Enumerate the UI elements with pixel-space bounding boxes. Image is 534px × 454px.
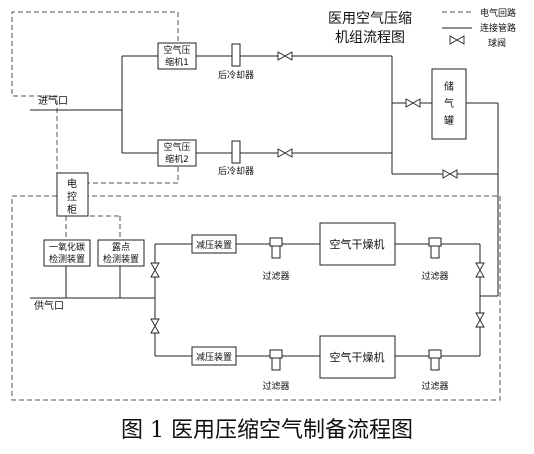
dew-point-detector-label-line2: 检测装置 xyxy=(103,253,139,265)
filter-upper-right-label: 过滤器 xyxy=(421,270,448,282)
filter-upper-left-label: 过滤器 xyxy=(262,270,289,282)
electric-line-lower-loop xyxy=(11,195,501,401)
aftercooler-1: 后冷却器 xyxy=(218,43,254,81)
aftercooler-1-label: 后冷却器 xyxy=(218,69,254,81)
co-detector-label-line1: 一氧化碳 xyxy=(49,241,85,253)
ball-valve-left-lower xyxy=(150,318,160,334)
ball-valve-left-upper xyxy=(150,262,160,278)
legend-pipe-label: 连接管路 xyxy=(480,22,516,34)
legend-valve-label: 球阀 xyxy=(488,37,506,49)
ball-valve-comp1 xyxy=(277,51,293,61)
figure-caption: 图 1 医用压缩空气制备流程图 xyxy=(121,418,413,443)
filter-lower-right-label: 过滤器 xyxy=(421,380,448,392)
compressor-2-label-line2: 缩机2 xyxy=(165,153,189,165)
storage-tank-char1: 储 xyxy=(444,80,454,93)
air-dryer-2: 空气干燥机 xyxy=(319,335,396,379)
storage-tank-char2: 气 xyxy=(444,97,454,110)
legend-electric-label: 电气回路 xyxy=(480,7,516,19)
ball-valve-tank-inlet xyxy=(405,98,421,108)
compressor-1: 空气压 缩机1 xyxy=(157,42,197,70)
legend: 电气回路 连接管路 球阀 xyxy=(442,7,516,49)
ball-valve-right-lower xyxy=(475,312,485,328)
compressor-1-label-line2: 缩机1 xyxy=(165,56,189,68)
filter-upper-right: 过滤器 xyxy=(421,237,449,282)
ball-valve-bypass xyxy=(442,169,458,179)
filter-lower-left: 过滤器 xyxy=(262,349,290,392)
compressor-2: 空气压 缩机2 xyxy=(157,139,197,167)
pressure-reducer-2-label: 减压装置 xyxy=(196,351,232,363)
pressure-reducer-2: 减压装置 xyxy=(191,346,237,366)
pipes xyxy=(30,55,499,357)
co-detector-label-line2: 检测装置 xyxy=(49,253,85,265)
filter-lower-right: 过滤器 xyxy=(421,349,449,392)
storage-tank: 储 气 罐 xyxy=(431,68,467,140)
air-dryer-1: 空气干燥机 xyxy=(319,222,396,266)
co-detector: 一氧化碳 检测装置 xyxy=(43,239,91,267)
control-cabinet-char2: 控 xyxy=(67,190,77,203)
pressure-reducer-1-label: 减压装置 xyxy=(196,239,232,251)
air-dryer-1-label: 空气干燥机 xyxy=(330,237,385,251)
ball-valve-comp2 xyxy=(277,148,293,158)
control-cabinet: 电 控 柜 xyxy=(56,172,89,217)
dew-point-detector-label-line1: 露点 xyxy=(112,242,130,253)
aftercooler-2: 后冷却器 xyxy=(218,140,254,177)
legend-valve-icon xyxy=(449,35,465,45)
ball-valve-right-upper xyxy=(475,262,485,278)
diagram-title-line2: 机组流程图 xyxy=(335,30,405,46)
storage-tank-char3: 罐 xyxy=(444,114,454,127)
inlet-label: 进气口 xyxy=(38,94,68,107)
diagram-title-line1: 医用空气压缩 xyxy=(328,11,412,27)
electric-line-compressor1 xyxy=(11,11,179,173)
compressor-2-label-line1: 空气压 xyxy=(163,141,190,153)
air-dryer-2-label: 空气干燥机 xyxy=(330,350,385,364)
aftercooler-2-label: 后冷却器 xyxy=(218,165,254,177)
control-cabinet-char1: 电 xyxy=(67,177,77,190)
control-cabinet-char3: 柜 xyxy=(67,203,77,216)
filter-upper-left: 过滤器 xyxy=(262,237,290,282)
pressure-reducer-1: 减压装置 xyxy=(191,234,237,254)
compressor-1-label-line1: 空气压 xyxy=(163,44,190,56)
filter-lower-left-label: 过滤器 xyxy=(262,380,289,392)
outlet-label: 供气口 xyxy=(34,299,64,312)
dew-point-detector: 露点 检测装置 xyxy=(97,239,145,267)
